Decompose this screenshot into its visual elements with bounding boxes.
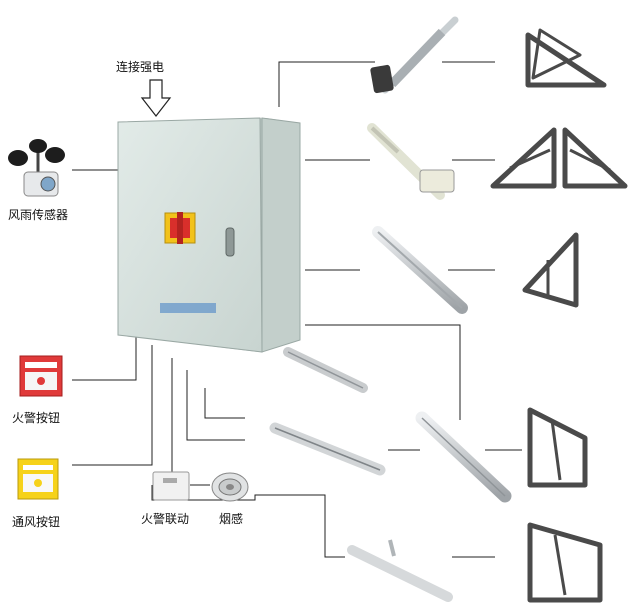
actuator-row2 (367, 123, 455, 200)
smoke-sensor-icon (211, 472, 249, 502)
down-arrow-icon (140, 79, 172, 117)
fire-linkage-module-icon (152, 471, 190, 501)
actuator-row3 (372, 226, 468, 314)
connection-lines (72, 61, 522, 558)
ventilation-button-label: 通风按钮 (12, 515, 61, 529)
window-2 (490, 127, 628, 189)
control-cabinet (117, 117, 301, 353)
actuator-top (370, 16, 459, 94)
wind-rain-sensor-label: 风雨传感器 (8, 208, 69, 222)
window-4 (527, 407, 588, 488)
power-input-label: 连接强电 (116, 60, 165, 74)
door-handle (225, 227, 235, 257)
fire-alarm-button-label: 火警按钮 (12, 411, 61, 425)
chain-actuator-2 (269, 422, 386, 476)
actuator-lower-right (415, 411, 512, 503)
window-3 (522, 232, 579, 308)
chain-actuator-1 (283, 347, 368, 393)
window-frames (490, 28, 628, 603)
anemometer-icon (8, 139, 65, 197)
fire-alarm-button-icon (19, 355, 63, 397)
chain-actuator-3 (347, 539, 453, 602)
ventilation-button-icon (17, 458, 59, 500)
window-5 (527, 522, 603, 603)
window-1 (525, 28, 607, 88)
smoke-sensor-label: 烟感 (219, 512, 244, 526)
fire-linkage-label: 火警联动 (141, 512, 190, 526)
